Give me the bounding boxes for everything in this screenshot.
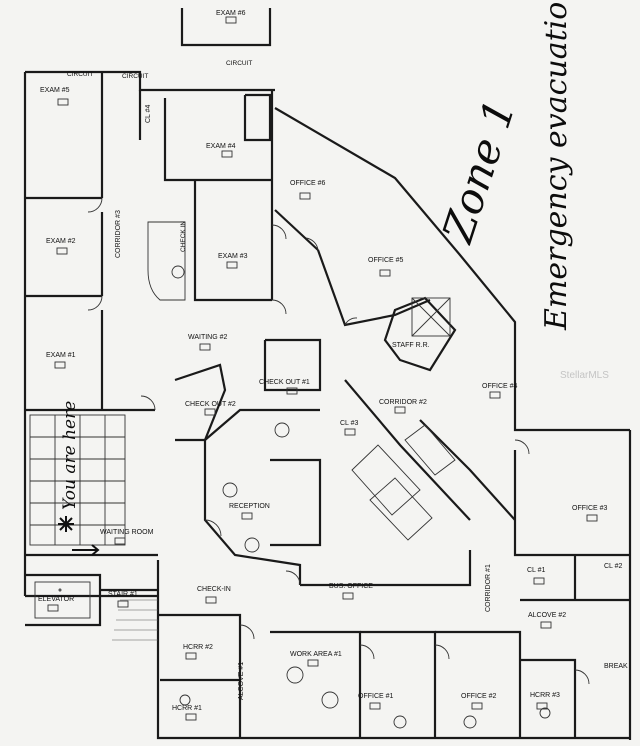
room-label-exam3: EXAM #3 (218, 253, 248, 260)
door-swings (87, 197, 590, 685)
room-label-corridor1: CORRIDOR #1 (485, 564, 492, 612)
room-label-elevator: ELEVATOR (38, 596, 74, 603)
room-label-exam1: EXAM #1 (46, 352, 76, 359)
waiting-room-seating (29, 414, 126, 546)
room-label-corridor3: CORRIDOR #3 (115, 210, 122, 258)
room-label-bus-office: BUS. OFFICE (329, 583, 373, 590)
circuit-label-a: CIRCUIT (67, 71, 93, 78)
room-label-exam2: EXAM #2 (46, 238, 76, 245)
room-label-exam6: EXAM #6 (216, 10, 246, 17)
room-label-office5: OFFICE #5 (368, 257, 404, 264)
room-label-office3: OFFICE #3 (572, 505, 608, 512)
room-label-waiting-room: WAITING ROOM (100, 529, 154, 536)
room-label-cl1: CL #1 (527, 567, 546, 574)
room-label-cl4: CL #4 (145, 104, 152, 123)
room-label-alcove2: ALCOVE #2 (528, 612, 566, 619)
room-label-cl3: CL #3 (340, 420, 359, 427)
room-label-cl2: CL #2 (604, 563, 623, 570)
watermark: StellarMLS (560, 370, 609, 381)
corridor-2-furniture (351, 424, 456, 541)
circuit-label-b: CIRCUIT (122, 73, 148, 80)
room-label-hcrr1: HCRR #1 (172, 705, 202, 712)
circuit-label-c: CIRCUIT (226, 60, 252, 67)
room-label-check-in: CHECK-IN (197, 586, 231, 593)
room-label-exam4: EXAM #4 (206, 143, 236, 150)
room-label-exam5: EXAM #5 (40, 87, 70, 94)
you-are-here-handwriting: You are here (60, 401, 80, 510)
room-label-check-in-top: CHECK IN (180, 221, 187, 252)
fixtures (58, 265, 551, 729)
stairs (112, 599, 158, 641)
outer-walls (23, 8, 632, 740)
room-label-office4: OFFICE #4 (482, 383, 518, 390)
staff-rr-box (411, 297, 451, 337)
elevator-cab (34, 581, 91, 619)
room-label-hcrr3: HCRR #3 (530, 692, 560, 699)
room-label-office2: OFFICE #2 (461, 693, 497, 700)
you-are-here-star-icon (58, 516, 74, 532)
room-label-stair1: STAIR #1 (108, 591, 138, 598)
emergency-evacuation-handwriting: Emergency evacuation (539, 0, 574, 331)
room-label-corridor2: CORRIDOR #2 (379, 399, 427, 406)
room-label-office1: OFFICE #1 (358, 693, 394, 700)
room-label-break: BREAK (604, 663, 628, 670)
room-label-work-area1: WORK AREA #1 (290, 651, 342, 658)
room-label-waiting2: WAITING #2 (188, 334, 228, 341)
arrow-icon (72, 544, 100, 556)
interior-walls (25, 72, 630, 738)
room-label-office6: OFFICE #6 (290, 180, 326, 187)
room-label-check-out2: CHECK OUT #2 (185, 401, 236, 408)
room-label-hcrr2: HCRR #2 (183, 644, 213, 651)
room-labels: EXAM #6 CIRCUIT CIRCUIT CIRCUIT EXAM #5 … (38, 10, 628, 712)
room-label-alcove1: ALCOVE #1 (238, 662, 245, 700)
room-number-boxes (47, 16, 598, 721)
room-label-check-out1: CHECK OUT #1 (259, 379, 310, 386)
room-label-reception: RECEPTION (229, 503, 270, 510)
room-label-staff-rr: STAFF R.R. (392, 342, 430, 349)
